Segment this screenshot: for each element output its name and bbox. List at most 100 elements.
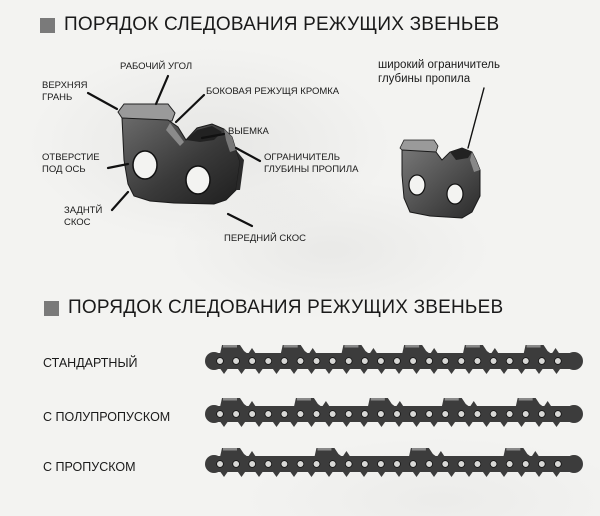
drive-link-tooth xyxy=(411,367,422,374)
chain-label-standard: СТАНДАРТНЫЙ xyxy=(43,356,138,370)
leader-front-bevel xyxy=(226,212,254,228)
chain-rivet xyxy=(538,460,546,468)
label-gullet: ВЫЕМКА xyxy=(228,126,269,137)
chain-rivet xyxy=(216,410,224,418)
depth-gauge-tooth xyxy=(308,348,317,354)
chain-rivet xyxy=(248,410,256,418)
depth-gauge-tooth xyxy=(321,401,330,407)
section-title-sequence: ПОРЯДОК СЛЕДОВАНИЯ РЕЖУЩИХ ЗВЕНЬЕВ xyxy=(44,297,503,319)
drive-link-tooth xyxy=(306,470,317,477)
chain-rivet xyxy=(425,410,433,418)
drive-link-tooth xyxy=(289,470,299,477)
drive-link-tooth xyxy=(516,420,527,427)
drive-link-tooth xyxy=(481,420,492,427)
chain-rivet xyxy=(377,357,385,365)
drive-link-tooth xyxy=(499,470,509,477)
depth-gauge-tooth xyxy=(490,348,499,354)
label-side-cutting-edge: БОКОВАЯ РЕЖУЩЯ КРОМКА xyxy=(206,86,340,97)
cutter-top-plate xyxy=(405,345,420,348)
chain-rivet xyxy=(264,460,273,468)
chain-rivet xyxy=(377,460,385,468)
cutter-top-plate xyxy=(223,448,237,451)
chain-rivet xyxy=(505,460,514,468)
chain-rivet xyxy=(538,410,546,418)
drive-link-tooth xyxy=(534,420,544,427)
depth-gauge-tooth xyxy=(430,348,439,354)
chain-end xyxy=(565,455,583,473)
depth-gauge-tooth xyxy=(369,348,378,354)
chain-rivet xyxy=(377,410,385,418)
chain-rivet xyxy=(521,460,530,468)
drive-link-tooth xyxy=(516,470,527,477)
cutter-top-plate xyxy=(518,398,533,401)
drive-link-tooth xyxy=(499,367,509,374)
chain-rivet xyxy=(344,357,353,365)
label-axle-hole: ОТВЕРСТИЕ ПОД ОСЬ xyxy=(42,152,100,175)
drive-link-tooth xyxy=(464,470,474,477)
chain-rivet xyxy=(312,460,321,468)
drive-link-tooth xyxy=(411,420,422,427)
cutter-top-plate xyxy=(223,345,237,348)
drive-link-tooth xyxy=(534,367,544,374)
chain-label-skip: С ПРОПУСКОМ xyxy=(43,460,136,474)
drive-link-tooth xyxy=(236,420,247,427)
drive-link-tooth xyxy=(551,367,562,374)
drive-link-tooth xyxy=(289,420,299,427)
drive-link-tooth xyxy=(254,470,264,477)
label-depth-gauge: ОГРАНИЧИТЕЛЬ ГЛУБИНЫ ПРОПИЛА xyxy=(264,152,359,175)
depth-gauge-tooth xyxy=(248,401,256,407)
chain-band xyxy=(208,456,578,472)
depth-gauge-tooth xyxy=(469,401,478,407)
chain-rivet xyxy=(248,357,256,365)
chain-rivet xyxy=(248,460,256,468)
cutter-top-plate xyxy=(526,345,541,348)
leader-axle-hole xyxy=(106,162,130,170)
chain-rivet xyxy=(344,460,353,468)
chain-rivet xyxy=(280,460,289,468)
chain-rivet xyxy=(521,410,530,418)
chain-rivet xyxy=(489,357,498,365)
chain-rivet xyxy=(489,410,498,418)
chain-rivet xyxy=(361,460,369,468)
cutter-top-plate xyxy=(296,398,311,401)
chain-rivet xyxy=(457,357,466,365)
drive-link-tooth xyxy=(359,367,369,374)
drive-link-tooth xyxy=(236,367,247,374)
leader-side-edge xyxy=(174,93,206,124)
chain-rivet xyxy=(216,460,224,468)
leader-top-plate xyxy=(86,91,119,111)
cutter-link-wide xyxy=(399,139,481,219)
label-rear-bevel: ЗАДНТЙ СКОС xyxy=(64,205,103,228)
chain-diagrams xyxy=(205,345,583,477)
cutter-top-plate xyxy=(344,345,359,348)
chain-rivet xyxy=(554,460,562,468)
drive-link-tooth xyxy=(534,470,544,477)
depth-gauge-tooth xyxy=(248,451,256,457)
cutter-link-large xyxy=(117,103,244,205)
depth-gauge-tooth xyxy=(436,451,445,457)
drive-link-tooth xyxy=(271,367,282,374)
drive-link-tooth xyxy=(394,420,404,427)
drive-link-tooth xyxy=(446,367,457,374)
drive-link-tooth xyxy=(341,367,352,374)
chain-rivet xyxy=(409,460,417,468)
chain-end xyxy=(205,352,223,370)
chain-rivet xyxy=(312,410,321,418)
drive-link-tooth xyxy=(481,367,492,374)
chain-rivet xyxy=(409,357,417,365)
chain-rivet xyxy=(232,410,240,418)
drive-link-tooth xyxy=(341,470,352,477)
depth-gauge-tooth xyxy=(551,348,560,354)
drive-link-tooth xyxy=(306,420,317,427)
chain-rivet xyxy=(232,357,240,365)
section-title-parts-text: ПОРЯДОК СЛЕДОВАНИЯ РЕЖУЩИХ ЗВЕНЬЕВ xyxy=(64,14,500,35)
chain-rivet xyxy=(280,357,289,365)
leader-lines xyxy=(86,74,485,228)
chain-rivet xyxy=(296,460,305,468)
drive-link-tooth xyxy=(551,420,562,427)
chain-rivet xyxy=(538,357,546,365)
chain-rivet xyxy=(521,357,530,365)
chain-rivet xyxy=(473,410,482,418)
chain-rivet xyxy=(312,357,321,365)
drive-link-tooth xyxy=(219,367,229,374)
